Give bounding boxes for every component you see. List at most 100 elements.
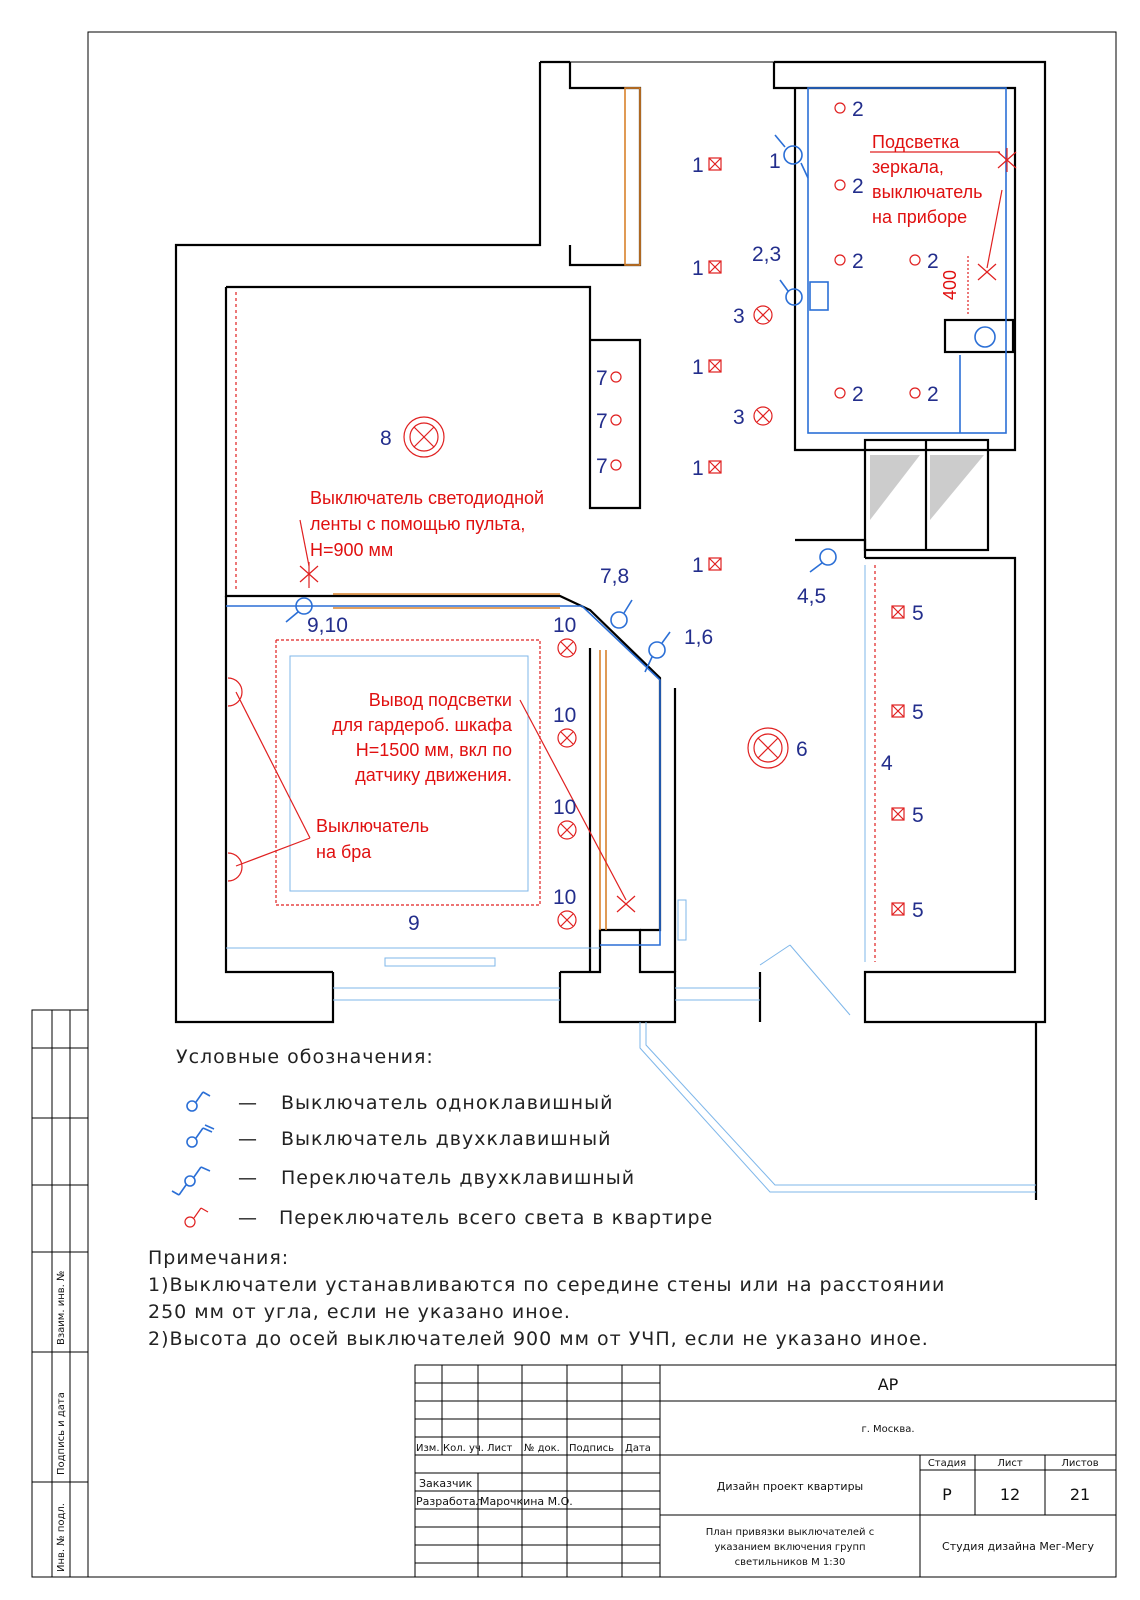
tb-sheet-label: Лист xyxy=(997,1458,1023,1469)
label-group2: 2 xyxy=(927,250,939,273)
tb-city: г. Москва. xyxy=(861,1424,914,1435)
tb-col: Кол. уч. xyxy=(443,1443,484,1454)
legend-dash: — xyxy=(238,1207,258,1229)
note-bra-line: Выключатель xyxy=(316,816,429,836)
tb-sheets: 21 xyxy=(1070,1485,1090,1504)
remarks-title: Примечания: xyxy=(148,1247,289,1269)
note-wardrobe-line: датчику движения. xyxy=(355,765,512,785)
label-group10: 10 xyxy=(553,796,576,819)
tb-project: Дизайн проект квартиры xyxy=(717,1480,863,1493)
stamp-label: Взаим. инв. № xyxy=(56,1271,67,1345)
bra-icon xyxy=(227,677,243,707)
door-frames xyxy=(333,87,641,930)
legend-text: Выключатель одноклавишный xyxy=(281,1092,613,1114)
label-group2: 2 xyxy=(852,383,864,406)
tb-customer-label: Заказчик xyxy=(419,1477,473,1490)
tb-developer-label: Разработал xyxy=(416,1495,483,1508)
label-group9: 9 xyxy=(408,912,420,935)
label-group10: 10 xyxy=(553,886,576,909)
label-switch: 7,8 xyxy=(600,565,629,588)
round-fixtures xyxy=(403,305,789,930)
label-group5: 5 xyxy=(912,804,924,827)
note-wardrobe-line: для гардероб. шкафа xyxy=(332,715,513,735)
legend-symbol-double xyxy=(186,1124,215,1148)
label-group8: 8 xyxy=(380,427,392,450)
walls xyxy=(174,60,1047,1200)
label-group2: 2 xyxy=(927,383,939,406)
legend-text: Переключатель двухклавишный xyxy=(281,1167,635,1189)
label-switch: 1,6 xyxy=(684,626,713,649)
note-wardrobe-line: Н=1500 мм, вкл по xyxy=(356,740,512,760)
legend-symbol-single xyxy=(186,1091,211,1112)
label-switch: 1 xyxy=(769,150,781,173)
label-group1: 1 xyxy=(692,356,704,379)
tb-col: Лист xyxy=(487,1443,513,1454)
label-switch: 2,3 xyxy=(752,243,781,266)
legend-symbol-master xyxy=(184,1207,209,1228)
legend-text: Переключатель всего света в квартире xyxy=(279,1207,713,1229)
tb-col: Дата xyxy=(625,1443,651,1454)
legend-symbol-toggle xyxy=(171,1166,211,1196)
tb-sheet-title: План привязки выключателей с xyxy=(706,1527,874,1538)
tb-col: Изм. xyxy=(416,1443,440,1454)
legend-text: Выключатель двухклавишный xyxy=(281,1128,611,1150)
label-group2: 2 xyxy=(852,175,864,198)
stamp-label: Инв. № подл. xyxy=(56,1503,67,1572)
remarks-line: 250 мм от угла, если не указано иное. xyxy=(148,1301,571,1323)
note-mirror-line: выключатель xyxy=(872,182,983,202)
outlet-markers xyxy=(235,148,1017,913)
label-switch: 9,10 xyxy=(307,614,348,637)
note-mirror-line: зеркала, xyxy=(872,157,944,177)
bedroom-outline xyxy=(226,605,661,946)
switch-icons xyxy=(285,134,837,673)
label-group1: 1 xyxy=(692,257,704,280)
legend-title: Условные обозначения: xyxy=(176,1046,434,1068)
tb-studio: Студия дизайна Мег-Мегу xyxy=(942,1540,1094,1553)
tb-col: № док. xyxy=(524,1443,560,1454)
tb-col: Подпись xyxy=(569,1443,614,1454)
note-wardrobe-line: Вывод подсветки xyxy=(369,690,512,710)
label-group7: 7 xyxy=(596,367,608,390)
note-led-line: ленты с помощью пульта, xyxy=(310,514,525,534)
stamp-label: Подпись и дата xyxy=(56,1392,67,1475)
note-mirror-line: на приборе xyxy=(872,207,967,227)
label-group5: 5 xyxy=(912,602,924,625)
legend-dash: — xyxy=(238,1128,258,1150)
label-group7: 7 xyxy=(596,410,608,433)
label-switch: 4,5 xyxy=(797,585,826,608)
label-group1: 1 xyxy=(692,457,704,480)
tb-sheet: 12 xyxy=(1000,1485,1020,1504)
tb-code: АР xyxy=(878,1375,899,1394)
dimension-400: 400 xyxy=(940,270,960,300)
remarks-line: 2)Высота до осей выключателей 900 мм от … xyxy=(148,1328,929,1350)
label-group7: 7 xyxy=(596,455,608,478)
bathroom-outline xyxy=(807,87,1007,434)
remarks-line: 1)Выключатели устанавливаются по середин… xyxy=(148,1274,945,1296)
tb-stage: Р xyxy=(942,1485,952,1504)
label-group6: 6 xyxy=(796,738,808,761)
note-bra-line: на бра xyxy=(316,842,372,862)
label-group5: 5 xyxy=(912,701,924,724)
note-led-line: Выключатель светодиодной xyxy=(310,488,544,508)
note-led-line: Н=900 мм xyxy=(310,540,393,560)
group1-fixtures xyxy=(708,157,722,571)
label-group10: 10 xyxy=(553,704,576,727)
tb-sheet-title: указанием включения групп xyxy=(714,1542,865,1553)
tb-stage-label: Стадия xyxy=(928,1458,966,1469)
label-group5: 5 xyxy=(912,899,924,922)
tb-sheet-title: светильников М 1:30 xyxy=(735,1557,846,1568)
tb-sheets-label: Листов xyxy=(1061,1458,1098,1469)
label-group1: 1 xyxy=(692,154,704,177)
label-group2: 2 xyxy=(852,250,864,273)
bra-icon xyxy=(227,852,243,882)
tb-developer-name: Марочкина М.О. xyxy=(480,1495,573,1508)
note-mirror-line: Подсветка xyxy=(872,132,960,152)
legend-dash: — xyxy=(238,1167,258,1189)
label-group1: 1 xyxy=(692,554,704,577)
group2-fixtures xyxy=(834,102,921,399)
